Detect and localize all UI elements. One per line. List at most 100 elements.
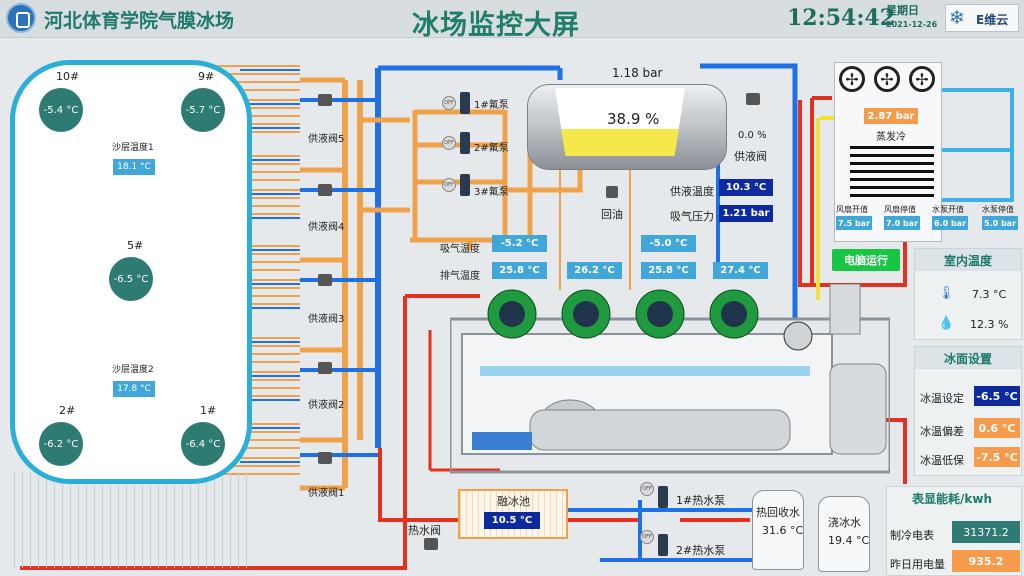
yesterday-usage-label: 昨日用电量 [890, 558, 945, 571]
pump-3-label: 3#氟泵 [474, 187, 509, 198]
fan-icon: ✢ [874, 66, 900, 92]
pump-on-value[interactable]: 6.0 bar [932, 216, 968, 230]
computer-run-button[interactable]: 电脑运行 [832, 249, 900, 271]
energy-title: 表显能耗/kwh [912, 492, 992, 506]
pump-1-icon[interactable] [460, 92, 470, 114]
fan-off-value[interactable]: 7.0 bar [884, 216, 920, 230]
valve-1-label: 供液阀1 [308, 488, 345, 499]
valve-2-label: 供液阀2 [308, 400, 345, 411]
melt-pool [458, 489, 568, 539]
pump-2-label: 2#氟泵 [474, 143, 509, 154]
humidity-icon: 💧 [938, 316, 955, 331]
ice-settings-title: 冰面设置 [915, 347, 1021, 369]
ice-water-label: 浇冰水 [828, 516, 861, 529]
melt-pool-label: 融冰池 [497, 495, 530, 508]
hot-pump-2-icon[interactable] [658, 534, 668, 556]
condenser-pressure: 2.87 bar [864, 108, 918, 124]
ice-water-value: 19.4 °C [828, 534, 870, 547]
valve-3-icon[interactable] [318, 274, 332, 286]
zone-temp-1: -6.4 °C [181, 422, 225, 466]
pump-1-label: 1#氟泵 [474, 100, 509, 111]
ice-low-guard-label: 冰温低保 [920, 454, 964, 467]
clock: 12:54:42 [787, 5, 896, 31]
sand-temp-1-label: 沙层温度1 [112, 143, 154, 153]
heat-recovery-value: 31.6 °C [762, 524, 804, 537]
suction-pressure-value: 1.21 bar [719, 205, 773, 222]
zone-label-9: 9# [198, 70, 215, 83]
valve-5-icon[interactable] [318, 94, 332, 106]
brand-text: E维云 [976, 13, 1009, 27]
hot-pump-2-status-icon[interactable]: OFF [640, 530, 654, 544]
pump-2-icon[interactable] [460, 132, 470, 154]
suction-temp-label: 吸气温度 [440, 244, 480, 255]
brand-logo: ❄ E维云 [945, 4, 1019, 32]
fan-on-value[interactable]: 7.5 bar [836, 216, 872, 230]
hot-water-valve-label: 热水阀 [408, 524, 441, 537]
ice-deviation-value[interactable]: 0.6 °C [974, 418, 1020, 438]
indoor-temp-panel: 室内温度 [914, 248, 1022, 340]
valve-2-icon[interactable] [318, 362, 332, 374]
meter-value: 31371.2 [952, 521, 1020, 543]
ice-deviation-label: 冰温偏差 [920, 425, 964, 438]
discharge-temp-4: 27.4 °C [713, 262, 768, 279]
meter-label: 制冷电表 [890, 529, 934, 542]
pump-off-value[interactable]: 5.0 bar [982, 216, 1018, 230]
logo-icon [6, 3, 36, 33]
zone-temp-2: -6.2 °C [39, 422, 83, 466]
indoor-temp-title: 室内温度 [915, 249, 1021, 271]
hot-pump-2-label: 2#热水泵 [676, 544, 726, 557]
zone-temp-5: -6.5 °C [109, 257, 153, 301]
fan-icon: ✢ [839, 66, 865, 92]
hot-pump-1-icon[interactable] [658, 486, 668, 508]
sand-temp-2-label: 沙层温度2 [112, 365, 154, 375]
pump-2-status-icon[interactable]: OFF [442, 136, 456, 150]
zone-temp-9: -5.7 °C [181, 88, 225, 132]
tank-valve-icon[interactable] [746, 93, 760, 105]
valve-1-icon[interactable] [318, 452, 332, 464]
discharge-temp-1: 25.8 °C [492, 262, 547, 279]
pump-1-status-icon[interactable]: OFF [442, 96, 456, 110]
heat-recovery-tank [752, 490, 804, 570]
condenser-coil [850, 146, 934, 198]
ice-low-guard-value[interactable]: -7.5 °C [974, 447, 1020, 467]
hot-pump-1-label: 1#热水泵 [676, 494, 726, 507]
oil-return-valve-icon[interactable] [606, 186, 618, 198]
indoor-temperature-value: 7.3 °C [972, 288, 1007, 301]
valve-5-label: 供液阀5 [308, 134, 345, 145]
discharge-temp-2: 26.2 °C [567, 262, 622, 279]
snowflake-icon: ❄ [949, 7, 965, 29]
ice-setpoint-value[interactable]: -6.5 °C [974, 386, 1020, 406]
suction-temp-3: -5.0 °C [641, 235, 696, 252]
supply-temp-label: 供液温度 [670, 185, 714, 198]
zone-label-5: 5# [127, 239, 144, 252]
valve-4-icon[interactable] [318, 184, 332, 196]
melt-pool-temp: 10.5 °C [484, 512, 540, 529]
suction-pressure-label: 吸气压力 [670, 210, 714, 223]
compressor-rack [450, 284, 890, 474]
thermometer-icon: 🌡 [938, 286, 955, 301]
header-bar: 河北体育学院气膜冰场 冰场监控大屏 12:54:42 星期日 2021-12-2… [0, 0, 1024, 41]
indoor-humidity-value: 12.3 % [970, 318, 1009, 331]
zone-label-2: 2# [59, 404, 76, 417]
tank-level-fill [555, 88, 685, 156]
pump-3-status-icon[interactable]: OFF [442, 178, 456, 192]
fan-icon: ✢ [909, 66, 935, 92]
rink-pipe-hatch [14, 472, 250, 568]
page-title: 冰场监控大屏 [412, 10, 580, 41]
tank-pressure: 1.18 bar [612, 66, 663, 80]
tank-level-value: 38.9 % [607, 110, 660, 128]
condenser-label: 蒸发冷 [876, 132, 906, 143]
discharge-temp-3: 25.8 °C [641, 262, 696, 279]
pump-on-label: 水泵开值 [932, 205, 964, 214]
sand-temp-2-value: 17.8 °C [113, 381, 155, 397]
tank-valve-pct: 0.0 % [738, 130, 767, 141]
venue-name: 河北体育学院气膜冰场 [44, 10, 235, 32]
ice-water-tank [818, 496, 870, 572]
hot-water-valve-icon[interactable] [424, 538, 438, 550]
pump-3-icon[interactable] [460, 174, 470, 196]
supply-temp-value: 10.3 °C [719, 179, 773, 196]
pump-off-label: 水泵停值 [982, 205, 1014, 214]
discharge-temp-label: 排气温度 [440, 271, 480, 282]
hot-pump-1-status-icon[interactable]: OFF [640, 482, 654, 496]
